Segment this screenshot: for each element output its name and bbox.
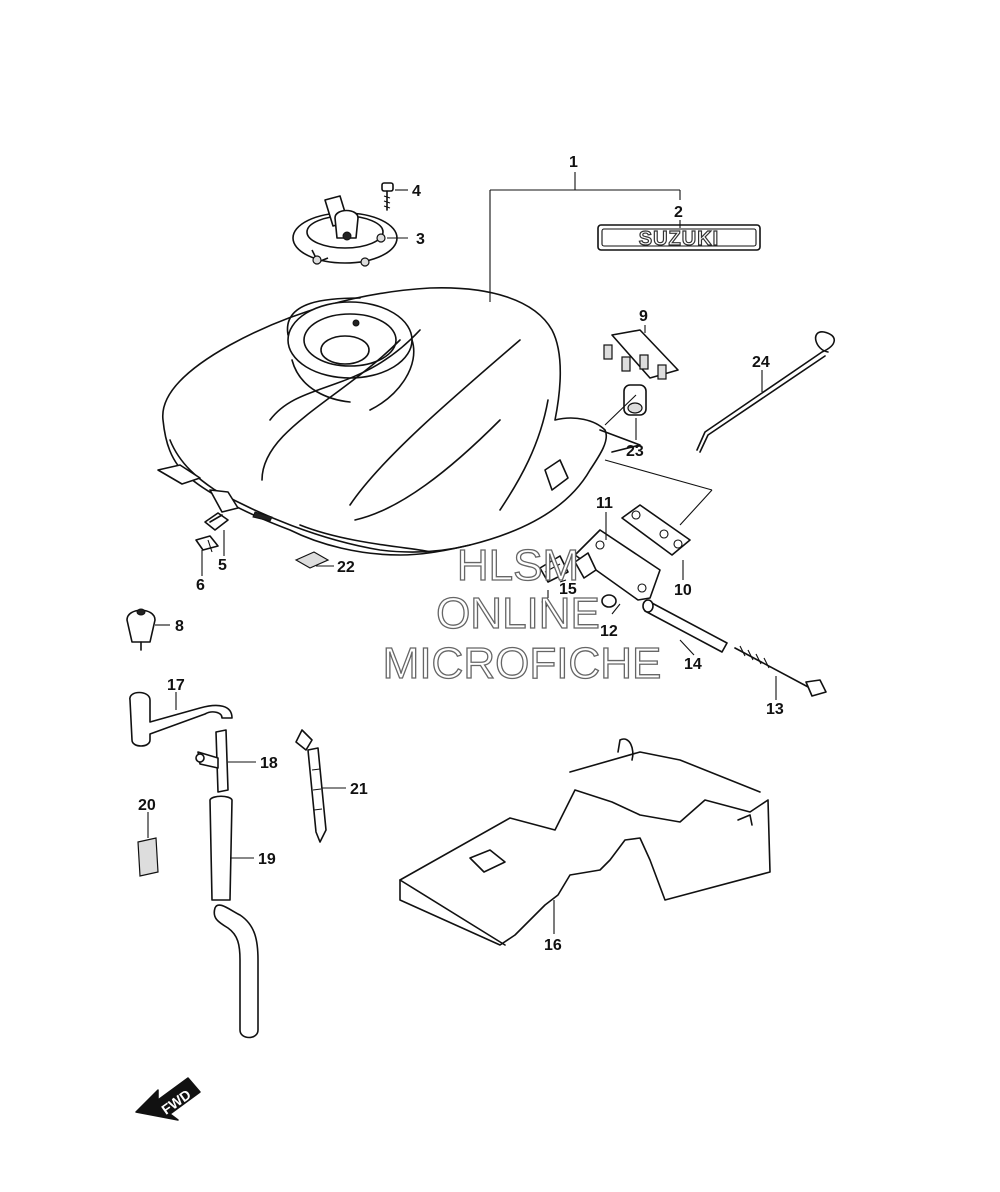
part-label-15: 15 xyxy=(559,581,577,598)
part-label-12: 12 xyxy=(600,623,618,640)
part-label-19: 19 xyxy=(258,851,276,868)
cable-tie-21 xyxy=(295,729,327,843)
rubber-7 xyxy=(539,555,569,583)
damper-rubber-23 xyxy=(623,384,647,416)
part-label-3: 3 xyxy=(416,231,425,248)
part-label-7: 7 xyxy=(541,599,550,616)
watermark-line-3: MICROFICHE xyxy=(383,639,662,688)
tank-bracket-9 xyxy=(603,329,679,380)
part-label-18: 18 xyxy=(260,755,278,772)
watermark-line-1: HLSM xyxy=(457,541,579,590)
part-label-9: 9 xyxy=(639,308,648,325)
prop-rod xyxy=(696,331,836,453)
part-label-2: 2 xyxy=(674,204,683,221)
fuel-tank-body xyxy=(157,287,641,556)
heat-shield-16 xyxy=(399,738,771,946)
cushion-15 xyxy=(574,552,597,579)
hinge-bracket-10 xyxy=(621,504,691,556)
part-label-14: 14 xyxy=(684,656,702,673)
cap-bolt xyxy=(381,182,394,211)
part-label-13: 13 xyxy=(766,701,784,718)
fuel-filler-cap xyxy=(292,195,398,267)
pad-22 xyxy=(294,551,330,569)
label-20 xyxy=(137,837,159,877)
hose-19 xyxy=(209,795,259,1039)
part-labels: 1 2 3 4 5 6 7 8 9 10 11 12 13 14 15 16 1… xyxy=(138,154,784,954)
collar-12 xyxy=(601,594,617,608)
part-label-23: 23 xyxy=(626,443,644,460)
part-label-5: 5 xyxy=(218,557,227,574)
part-label-24: 24 xyxy=(752,354,770,371)
clip-6 xyxy=(195,535,219,553)
part-label-1: 1 xyxy=(569,154,578,171)
hinge-pipe-14 xyxy=(642,599,728,653)
watermark: HLSM ONLINE MICROFICHE xyxy=(382,540,662,688)
emblem-text: SUZUKI xyxy=(639,228,719,250)
cushion-8 xyxy=(126,608,156,651)
suzuki-emblem: SUZUKI xyxy=(597,224,761,251)
part-label-6: 6 xyxy=(196,577,205,594)
part-label-22: 22 xyxy=(337,559,355,576)
part-label-17: 17 xyxy=(167,677,185,694)
grommet-5 xyxy=(204,512,229,531)
forward-direction-arrow: FWD xyxy=(135,1077,201,1121)
joint-18 xyxy=(195,729,229,793)
part-label-8: 8 xyxy=(175,618,184,635)
watermark-line-2: ONLINE xyxy=(436,589,600,638)
hinge-bolt-13 xyxy=(734,645,827,697)
part-label-16: 16 xyxy=(544,937,562,954)
part-label-4: 4 xyxy=(412,183,421,200)
hose-17 xyxy=(129,691,233,747)
part-label-21: 21 xyxy=(350,781,368,798)
part-label-20: 20 xyxy=(138,797,156,814)
leader-lines xyxy=(147,172,777,934)
part-label-11: 11 xyxy=(596,495,613,512)
hinge-bracket-11 xyxy=(574,529,661,601)
part-label-10: 10 xyxy=(674,582,692,599)
